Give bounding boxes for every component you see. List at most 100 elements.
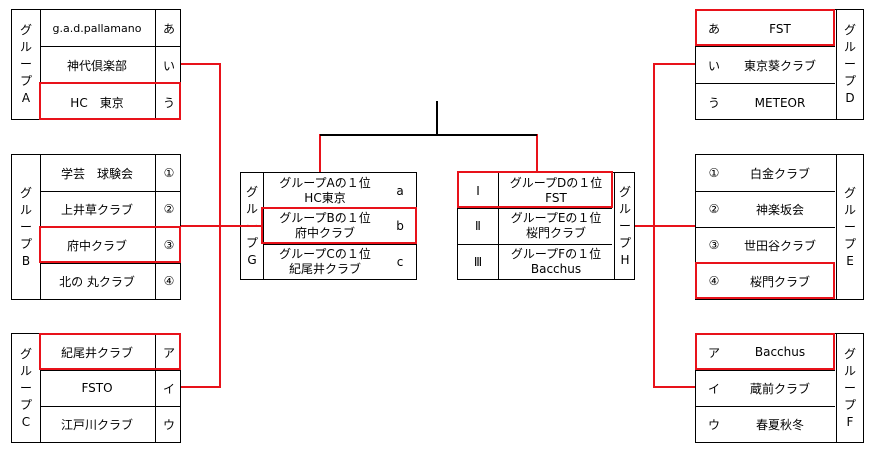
team-mark: ③: [163, 238, 175, 252]
slot-mark: c: [396, 255, 404, 269]
team-name: 学芸 球験会: [60, 166, 133, 181]
final-slot-row: Ⅰ グループDの１位 FST: [458, 174, 614, 210]
team-mark: ウ: [707, 417, 720, 432]
slot-line2: FST: [545, 191, 567, 205]
team-row: あ FST: [696, 10, 836, 47]
team-mark: ウ: [162, 417, 175, 432]
team-mark: ①: [708, 166, 720, 180]
team-row: ② 神楽坂会: [696, 191, 836, 227]
slot-line2: 紀尾井クラブ: [288, 262, 361, 276]
team-row: FSTO イ: [40, 370, 180, 406]
winner-highlight-g: [261, 207, 417, 244]
slot-line1: グループCの１位: [279, 247, 371, 261]
team-row: ④ 桜門クラブ: [696, 263, 836, 299]
bracket-line-final-left: [319, 134, 437, 172]
team-row: 北の 丸クラブ ④: [40, 263, 180, 299]
team-name: 江戸川クラブ: [60, 417, 133, 432]
team-name: 桜門クラブ: [749, 274, 810, 289]
team-mark: イ: [707, 381, 720, 396]
team-row: ③ 世田谷クラブ: [696, 227, 836, 263]
bracket-line-final-right: [437, 134, 538, 172]
team-name: HC 東京: [70, 96, 124, 110]
team-name: FSTO: [81, 381, 113, 395]
team-mark: う: [707, 96, 720, 110]
winner-highlight-e: [695, 262, 835, 299]
final-slot-row: グループCの１位 紀尾井クラブ c: [263, 245, 416, 281]
team-mark: ア: [162, 345, 175, 360]
team-mark: ③: [708, 238, 720, 252]
final-slot-row: グループBの１位 府中クラブ b: [263, 209, 416, 245]
team-row: 神代倶楽部 い: [40, 47, 180, 84]
slot-mark: a: [396, 184, 404, 198]
team-row: 上井草クラブ ②: [40, 191, 180, 227]
team-name: METEOR: [754, 95, 806, 110]
final-slot-row: Ⅲ グループFの１位 Bacchus: [458, 245, 614, 281]
team-name: 神代倶楽部: [66, 59, 127, 73]
team-mark: ④: [708, 274, 720, 288]
team-row: HC 東京 う: [40, 84, 180, 121]
slot-line2: Bacchus: [530, 262, 582, 276]
team-row: い 東京葵クラブ: [696, 47, 836, 84]
winner-highlight-b: [39, 226, 181, 263]
final-slot-row: Ⅱ グループEの１位 桜門クラブ: [458, 209, 614, 245]
team-row: う METEOR: [696, 84, 836, 121]
winner-highlight-c: [39, 333, 181, 370]
team-row: ① 白金クラブ: [696, 155, 836, 191]
team-row: イ 蔵前クラブ: [696, 370, 836, 406]
slot-mark: Ⅰ: [476, 184, 480, 198]
team-mark: イ: [162, 381, 175, 396]
team-row: ウ 春夏秋冬: [696, 406, 836, 442]
team-name: 上井草クラブ: [60, 202, 133, 217]
team-name: 神楽坂会: [755, 202, 804, 217]
team-row: 府中クラブ ③: [40, 227, 180, 263]
team-row: 江戸川クラブ ウ: [40, 406, 180, 442]
slot-line1: グループAの１位: [279, 176, 371, 190]
team-name: 府中クラブ: [66, 238, 127, 253]
team-name: FST: [769, 21, 791, 36]
team-name: 白金クラブ: [749, 166, 810, 181]
team-row: 学芸 球験会 ①: [40, 155, 180, 191]
winner-highlight-h: [457, 171, 613, 208]
winner-highlight-a: [39, 82, 181, 120]
slot-line1: グループEの１位: [510, 211, 602, 225]
team-mark: い: [707, 59, 720, 73]
team-mark: ①: [163, 166, 175, 180]
team-name: g.a.d.pallamano: [52, 22, 142, 35]
team-name: 東京葵クラブ: [743, 59, 816, 73]
team-name: 世田谷クラブ: [743, 238, 816, 253]
team-name: 春夏秋冬: [755, 417, 804, 432]
slot-line1: グループBの１位: [279, 211, 371, 225]
slot-line1: グループDの１位: [509, 176, 603, 190]
team-mark: ②: [708, 202, 720, 216]
team-mark: ②: [163, 202, 175, 216]
team-row: g.a.d.pallamano あ: [40, 10, 180, 47]
winner-highlight-d: [695, 9, 835, 46]
team-row: ア Bacchus: [696, 334, 836, 370]
slot-mark: Ⅲ: [473, 255, 483, 269]
slot-line2: HC東京: [304, 191, 346, 205]
team-mark: う: [162, 96, 175, 110]
team-name: 蔵前クラブ: [749, 381, 810, 396]
team-name: 紀尾井クラブ: [60, 345, 133, 360]
final-slot-row: グループAの１位 HC東京 a: [263, 174, 416, 210]
team-mark: い: [162, 59, 175, 73]
winner-highlight-f: [695, 333, 835, 370]
team-mark: ④: [163, 274, 175, 288]
team-mark: あ: [162, 22, 175, 36]
team-row: 紀尾井クラブ ア: [40, 334, 180, 370]
team-mark: ア: [707, 345, 720, 360]
slot-line2: 府中クラブ: [294, 226, 355, 240]
slot-mark: b: [396, 219, 404, 233]
